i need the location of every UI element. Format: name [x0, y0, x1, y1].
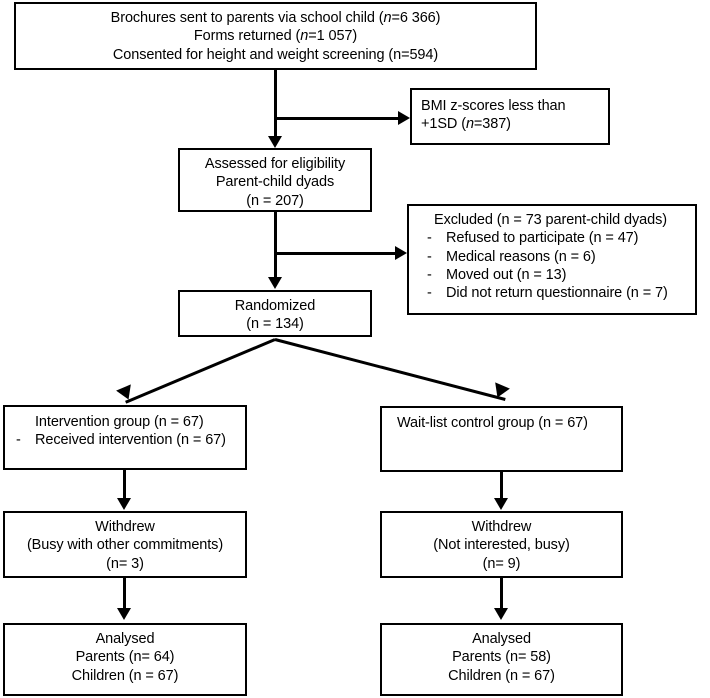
arrowhead-assessed: [268, 136, 282, 148]
connector-to-excluded-reasons: [274, 252, 397, 255]
connector-assessed-to-randomized: [274, 212, 277, 280]
enrollment-line-3: Consented for height and weight screenin…: [112, 46, 439, 63]
connector-randomized-to-intervention: [125, 338, 276, 404]
arrowhead-analysed-right: [494, 608, 508, 620]
analysed-left-line-3: Children (n = 67): [71, 667, 179, 684]
intervention-group-line-1: Intervention group (n = 67): [35, 414, 204, 430]
withdrew-right-line-2: (Not interested, busy): [433, 537, 570, 554]
excluded-reasons-item-4: -Did not return questionnaire (n = 7): [427, 285, 668, 302]
box-excluded-reasons: Excluded (n = 73 parent-child dyads) -Re…: [407, 204, 697, 315]
excluded-bmi-line-1: BMI z-scores less than: [421, 98, 566, 114]
connector-withdrew-to-analysed-left: [123, 578, 126, 610]
analysed-left-line-2: Parents (n= 64): [75, 649, 175, 666]
randomized-line-1: Randomized: [234, 298, 316, 314]
excluded-reasons-item-2: -Medical reasons (n = 6): [427, 248, 596, 265]
box-assessed-for-eligibility: Assessed for eligibility Parent-child dy…: [178, 148, 372, 212]
withdrew-right-line-1: Withdrew: [471, 519, 532, 535]
withdrew-left-line-2: (Busy with other commitments): [26, 537, 224, 554]
enrollment-line-1: Brochures sent to parents via school chi…: [110, 10, 441, 26]
arrowhead-bmi-exclusion: [398, 111, 410, 125]
dash-bullet-icon: -: [427, 285, 432, 302]
analysed-left-line-1: Analysed: [95, 631, 155, 647]
box-randomized: Randomized (n = 134): [178, 290, 372, 337]
randomized-line-2: (n = 134): [246, 316, 304, 333]
connector-intervention-to-withdrew: [123, 470, 126, 500]
connector-control-to-withdrew: [500, 472, 503, 500]
excluded-reasons-item-1: -Refused to participate (n = 47): [427, 230, 639, 247]
box-control-group: Wait-list control group (n = 67): [380, 406, 623, 472]
box-intervention-group: Intervention group (n = 67) -Received in…: [3, 405, 247, 470]
dash-bullet-icon: -: [427, 230, 432, 247]
connector-randomized-to-control: [274, 338, 506, 401]
analysed-right-line-3: Children (n = 67): [448, 667, 555, 684]
connector-to-bmi-exclusion: [274, 117, 400, 120]
dash-bullet-icon: -: [427, 248, 432, 265]
control-group-line-1: Wait-list control group (n = 67): [397, 415, 588, 431]
box-withdrew-intervention: Withdrew (Busy with other commitments) (…: [3, 511, 247, 578]
excluded-reasons-heading: Excluded (n = 73 parent-child dyads): [434, 212, 667, 228]
excluded-bmi-line-2: +1SD (n=387): [421, 116, 511, 133]
arrowhead-withdrew-left: [117, 498, 131, 510]
excluded-reasons-item-3: -Moved out (n = 13): [427, 266, 567, 283]
connector-enrollment-to-assessed: [274, 70, 277, 138]
box-analysed-control: Analysed Parents (n= 58) Children (n = 6…: [380, 623, 623, 696]
box-enrollment: Brochures sent to parents via school chi…: [14, 2, 537, 70]
box-withdrew-control: Withdrew (Not interested, busy) (n= 9): [380, 511, 623, 578]
connector-withdrew-to-analysed-right: [500, 578, 503, 610]
arrowhead-withdrew-right: [494, 498, 508, 510]
dash-bullet-icon: -: [427, 266, 432, 283]
withdrew-right-line-3: (n= 9): [482, 555, 521, 572]
arrowhead-analysed-left: [117, 608, 131, 620]
assessed-line-1: Assessed for eligibility: [204, 156, 346, 172]
arrowhead-excluded-reasons: [395, 246, 407, 260]
analysed-right-line-2: Parents (n= 58): [452, 649, 551, 666]
intervention-group-line-2: -Received intervention (n = 67): [16, 432, 226, 449]
arrowhead-randomized: [268, 277, 282, 289]
assessed-line-2: Parent-child dyads: [215, 174, 335, 191]
dash-bullet-icon: -: [16, 432, 21, 449]
withdrew-left-line-1: Withdrew: [95, 519, 155, 535]
enrollment-line-2: Forms returned (n=1 057): [193, 28, 358, 45]
box-analysed-intervention: Analysed Parents (n= 64) Children (n = 6…: [3, 623, 247, 696]
withdrew-left-line-3: (n= 3): [106, 555, 144, 572]
analysed-right-line-1: Analysed: [472, 631, 531, 647]
assessed-line-3: (n = 207): [246, 192, 304, 209]
box-excluded-bmi: BMI z-scores less than +1SD (n=387): [410, 88, 610, 145]
